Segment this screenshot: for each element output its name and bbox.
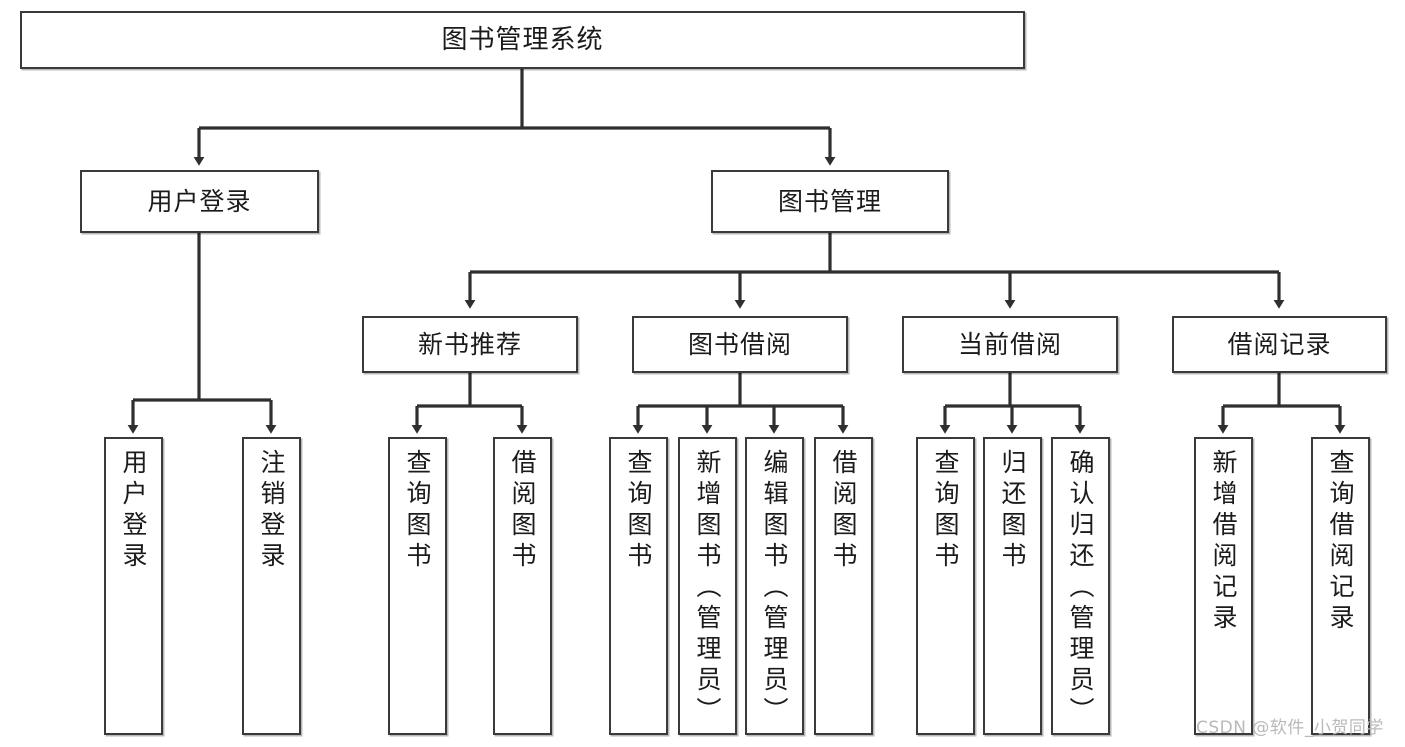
node-label: 查询图书: [624, 449, 653, 573]
node-label: 借阅记录: [1227, 329, 1332, 359]
node-label: 新增图书（管理员）: [693, 449, 722, 728]
node-new-book-recommend[interactable]: 新书推荐: [362, 316, 578, 373]
node-label: 查询图书: [403, 449, 432, 573]
node-leaf-edit-book[interactable]: 编辑图书（管理员）: [745, 437, 804, 735]
node-label: 编辑图书（管理员）: [760, 449, 789, 728]
node-leaf-confirm-return[interactable]: 确认归还（管理员）: [1051, 437, 1110, 735]
node-label: 借阅图书: [829, 449, 858, 573]
node-label: 归还图书: [998, 449, 1027, 573]
node-leaf-add-book[interactable]: 新增图书（管理员）: [678, 437, 737, 735]
node-label: 图书管理系统: [441, 24, 604, 55]
node-user-login[interactable]: 用户登录: [80, 170, 319, 233]
node-label: 当前借阅: [957, 329, 1062, 359]
node-label: 新增借阅记录: [1209, 449, 1238, 635]
node-label: 图书管理: [777, 186, 882, 216]
node-root-system[interactable]: 图书管理系统: [20, 11, 1025, 69]
node-leaf-query-book-borrow[interactable]: 查询图书: [609, 437, 668, 735]
node-leaf-borrow-book[interactable]: 借阅图书: [814, 437, 873, 735]
node-label: 图书借阅: [687, 329, 792, 359]
node-leaf-query-book-current[interactable]: 查询图书: [916, 437, 975, 735]
node-leaf-return-book[interactable]: 归还图书: [983, 437, 1042, 735]
node-leaf-add-borrow-record[interactable]: 新增借阅记录: [1194, 437, 1253, 735]
node-leaf-query-borrow-record[interactable]: 查询借阅记录: [1311, 437, 1370, 735]
node-book-borrow[interactable]: 图书借阅: [632, 316, 848, 373]
node-leaf-logout[interactable]: 注销登录: [242, 437, 301, 735]
node-leaf-user-login[interactable]: 用户登录: [104, 437, 163, 735]
node-borrow-record[interactable]: 借阅记录: [1172, 316, 1387, 373]
node-label: 用户登录: [147, 186, 252, 216]
node-label: 注销登录: [257, 449, 286, 573]
node-current-borrow[interactable]: 当前借阅: [902, 316, 1118, 373]
node-label: 借阅图书: [508, 449, 537, 573]
node-leaf-query-book-recommend[interactable]: 查询图书: [388, 437, 447, 735]
node-label: 用户登录: [119, 449, 148, 573]
node-label: 确认归还（管理员）: [1066, 449, 1095, 728]
node-label: 新书推荐: [417, 329, 522, 359]
node-label: 查询图书: [931, 449, 960, 573]
node-book-manage[interactable]: 图书管理: [711, 170, 949, 233]
node-label: 查询借阅记录: [1326, 449, 1355, 635]
node-leaf-borrow-book-recommend[interactable]: 借阅图书: [493, 437, 552, 735]
watermark: CSDN @软件_小贺同学: [1196, 718, 1384, 738]
